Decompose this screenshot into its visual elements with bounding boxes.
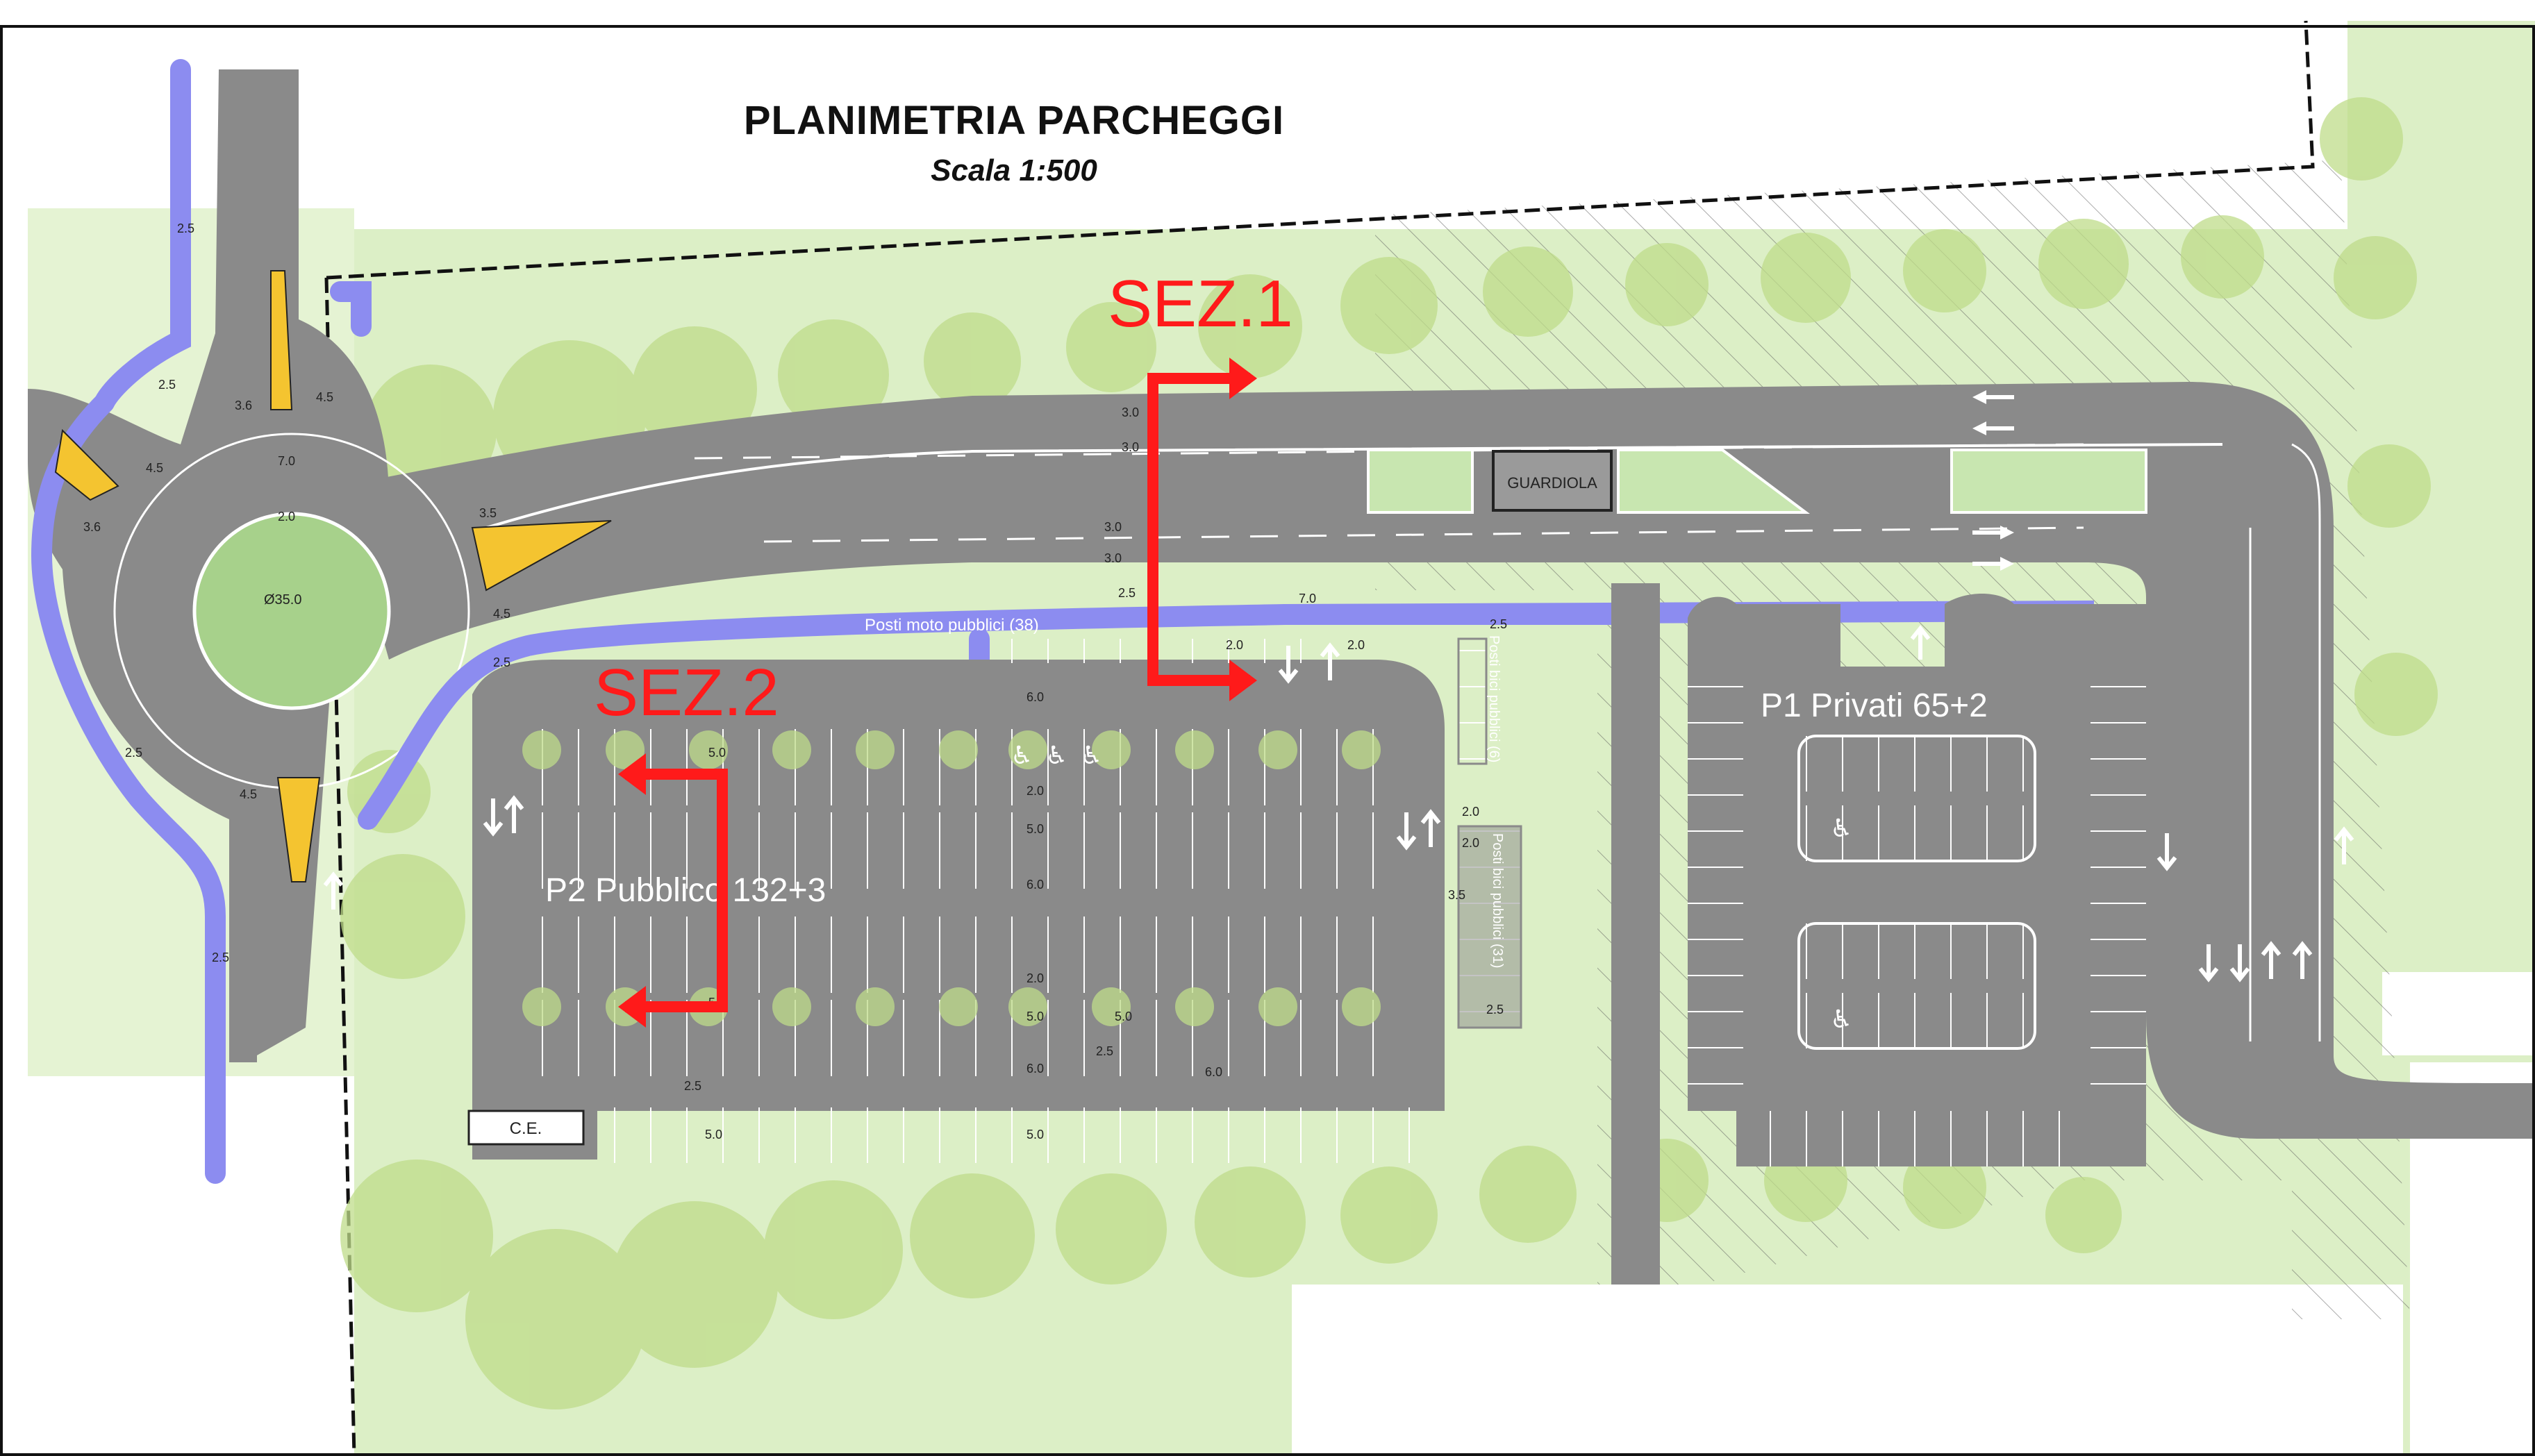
svg-text:5.0: 5.0 [1115,1010,1132,1023]
guardiola-building [1492,450,1613,512]
svg-text:6.0: 6.0 [1027,690,1044,704]
section-2-arrow-top [618,753,646,795]
bike-parking-label-6: Posti bici pubblici (6) [1486,635,1502,762]
svg-text:5.0: 5.0 [1027,1128,1044,1141]
svg-text:2.5: 2.5 [1118,586,1136,600]
svg-text:♿: ♿ [1830,814,1852,843]
svg-text:2.5: 2.5 [125,746,142,760]
property-boundary [326,20,2315,280]
svg-text:5.0: 5.0 [1027,1010,1044,1023]
svg-text:2.0: 2.0 [1462,836,1479,850]
roundabout-center [192,512,391,710]
svg-text:♿: ♿ [1045,742,1067,770]
accessible-parking-icon: ♿ ♿ ♿ ♿ ♿ [1011,742,1852,1034]
svg-text:♿: ♿ [1011,742,1033,770]
svg-text:2.5: 2.5 [1096,1044,1113,1058]
svg-text:2.5: 2.5 [493,655,510,669]
svg-text:4.5: 4.5 [316,390,333,404]
svg-text:3.0: 3.0 [1122,440,1139,454]
svg-text:3.0: 3.0 [1122,405,1139,419]
svg-text:5.0: 5.0 [708,746,726,760]
svg-text:6.0: 6.0 [1205,1065,1222,1079]
svg-text:♿: ♿ [1830,1005,1852,1034]
bike-parking-6 [1457,637,1488,765]
p2-stall-rows [542,639,1438,1163]
svg-text:4.5: 4.5 [493,607,510,621]
svg-text:3.5: 3.5 [479,506,497,520]
road-direction-arrows [1972,390,2014,571]
moto-parking-label: Posti moto pubblici (38) [865,616,1039,635]
svg-text:5.0: 5.0 [1027,822,1044,836]
svg-text:2.5: 2.5 [177,221,194,235]
svg-text:2.5: 2.5 [1486,1003,1504,1016]
section-1-label: SEZ.1 [1108,267,1293,341]
green-island-3 [1950,449,2147,514]
plan-scale: Scala 1:500 [931,153,1097,187]
section-2-cut [625,769,728,1012]
title-block: PLANIMETRIA PARCHEGGI Scala 1:500 [667,97,1361,188]
section-2-arrow-bottom [618,986,646,1028]
svg-text:2.0: 2.0 [1027,971,1044,985]
green-island-2 [1617,449,1810,514]
svg-text:3.0: 3.0 [1104,551,1122,565]
svg-text:2.0: 2.0 [1347,638,1365,652]
section-1-arrow-bottom [1229,660,1257,701]
svg-text:2.0: 2.0 [1462,805,1479,819]
svg-text:7.0: 7.0 [1299,592,1316,605]
green-island-1 [1367,449,1474,514]
roundabout-diameter: Ø35.0 [264,592,301,608]
bike-parking-label-31: Posti bici pubblici (31) [1490,833,1505,969]
parking-direction-arrows [323,625,2354,982]
svg-text:3.5: 3.5 [1448,888,1465,902]
svg-text:4.5: 4.5 [240,787,257,801]
service-road-vertical [1611,583,1660,1285]
p1-stall-rows [1688,667,2146,1166]
ce-box [467,1110,585,1146]
svg-text:2.5: 2.5 [1490,617,1507,631]
svg-text:2.5: 2.5 [684,1079,701,1093]
plan-title: PLANIMETRIA PARCHEGGI [743,98,1285,143]
svg-text:6.0: 6.0 [1027,1062,1044,1076]
p1-parking-area [1688,594,2146,1166]
svg-text:♿: ♿ [1080,742,1102,770]
svg-text:5.0: 5.0 [705,1128,722,1141]
svg-text:2.5: 2.5 [158,378,176,392]
svg-text:3.0: 3.0 [1104,520,1122,534]
section-1-arrow-top [1229,358,1257,399]
svg-text:4.5: 4.5 [146,461,163,475]
section-2-label: SEZ.2 [594,655,779,730]
guardiola-label: GUARDIOLA [1507,474,1597,492]
svg-text:7.0: 7.0 [278,454,295,468]
svg-text:3.6: 3.6 [235,399,252,412]
p1-label: P1 Privati 65+2 [1761,687,1988,724]
main-access-road [340,382,2535,1139]
svg-text:2.0: 2.0 [278,510,295,524]
svg-text:2.5: 2.5 [212,951,229,964]
svg-text:2.0: 2.0 [1027,784,1044,798]
section-1-cut [1147,373,1250,686]
p2-label: P2 Pubblico 132+3 [545,872,826,909]
svg-text:6.0: 6.0 [1027,878,1044,892]
p2-tree-row [522,730,1381,1026]
svg-text:2.0: 2.0 [1226,638,1243,652]
yellow-splitter-islands [54,270,612,882]
ce-label: C.E. [510,1119,542,1138]
dimension-labels: 2.5 2.5 3.6 4.5 4.5 7.0 2.0 3.6 3.5 4.5 … [83,221,1507,1141]
svg-text:3.6: 3.6 [83,520,101,534]
